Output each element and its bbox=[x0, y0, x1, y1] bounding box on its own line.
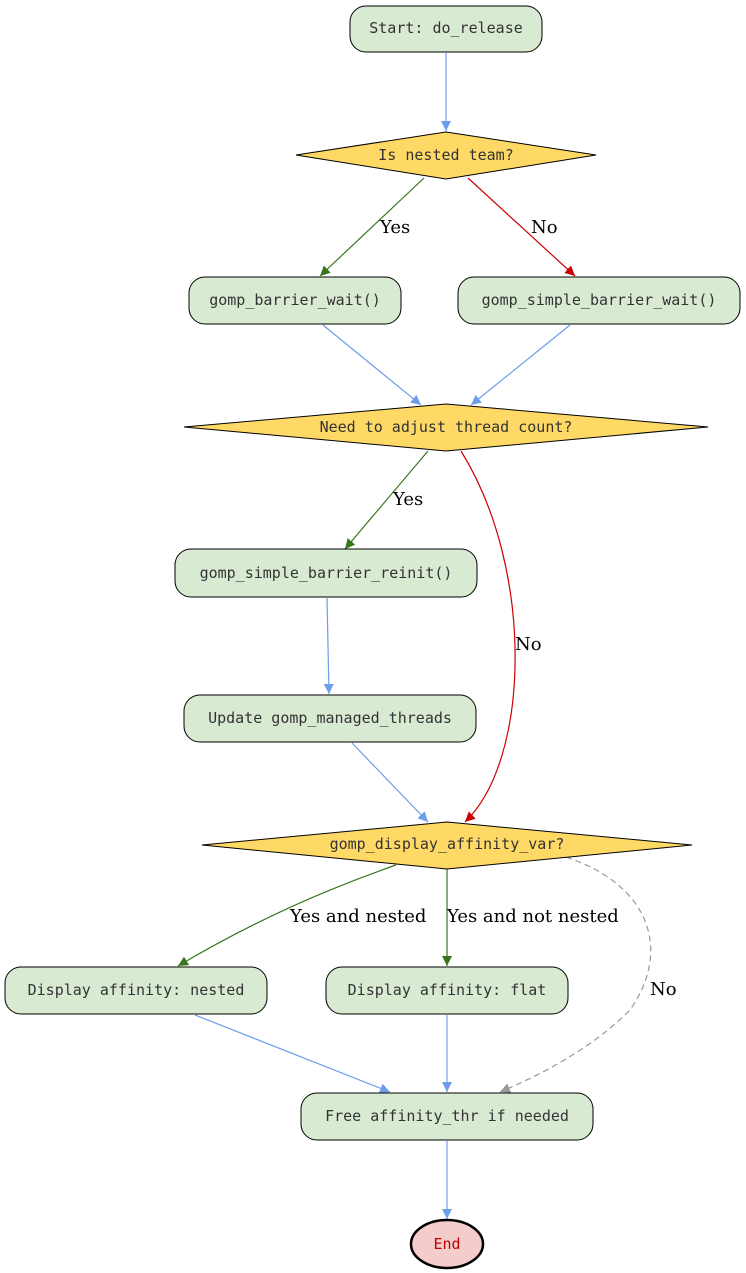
label-affinity-no: No bbox=[650, 979, 677, 1000]
edge-reinit-to-update bbox=[323, 597, 334, 695]
node-display-flat-label: Display affinity: flat bbox=[348, 981, 547, 999]
node-display-nested: Display affinity: nested bbox=[4, 966, 268, 1015]
node-update-managed-threads-label: Update gomp_managed_threads bbox=[208, 709, 452, 727]
decision-adjust-thread-count: Need to adjust thread count? bbox=[183, 403, 709, 452]
node-display-flat: Display affinity: flat bbox=[325, 966, 569, 1015]
node-simple-barrier-wait: gomp_simple_barrier_wait() bbox=[457, 276, 741, 325]
node-start-label: Start: do_release bbox=[369, 19, 523, 37]
label-affinity-yes-not-nested: Yes and not nested bbox=[446, 906, 619, 927]
decision-nested-team-label: Is nested team? bbox=[378, 146, 513, 164]
node-start: Start: do_release bbox=[349, 5, 543, 53]
label-adjust-no: No bbox=[515, 634, 542, 655]
node-barrier-reinit: gomp_simple_barrier_reinit() bbox=[174, 548, 478, 598]
node-barrier-reinit-label: gomp_simple_barrier_reinit() bbox=[200, 564, 453, 582]
label-nested-yes: Yes bbox=[379, 217, 410, 238]
edge-labels: Yes No Yes No Yes and nested Yes and not… bbox=[289, 217, 677, 1000]
node-end-label: End bbox=[433, 1235, 460, 1253]
node-simple-barrier-wait-label: gomp_simple_barrier_wait() bbox=[482, 291, 717, 309]
decision-display-affinity-var-label: gomp_display_affinity_var? bbox=[330, 835, 565, 853]
edge-nested-yes bbox=[319, 177, 425, 277]
node-end: End bbox=[409, 1218, 485, 1270]
node-barrier-wait-label: gomp_barrier_wait() bbox=[209, 291, 381, 309]
label-affinity-yes-nested: Yes and nested bbox=[289, 906, 426, 927]
edge-update-to-affinity bbox=[351, 742, 429, 823]
node-barrier-wait: gomp_barrier_wait() bbox=[188, 276, 402, 325]
edge-adjust-yes bbox=[344, 450, 429, 550]
edge-adjust-no bbox=[460, 450, 516, 823]
decision-nested-team: Is nested team? bbox=[295, 131, 597, 180]
edges bbox=[177, 53, 652, 1219]
edge-simple-barrier-wait-to-adjust bbox=[470, 324, 571, 406]
label-nested-no: No bbox=[531, 217, 558, 238]
node-free-affinity: Free affinity_thr if needed bbox=[300, 1092, 594, 1141]
edge-barrier-wait-to-adjust bbox=[322, 324, 422, 406]
decision-adjust-thread-count-label: Need to adjust thread count? bbox=[320, 418, 573, 436]
edge-nested-no bbox=[467, 177, 576, 277]
edge-nested-to-free bbox=[194, 1014, 391, 1093]
node-free-affinity-label: Free affinity_thr if needed bbox=[325, 1107, 569, 1125]
edge-affinity-yes-nested bbox=[177, 864, 397, 967]
node-update-managed-threads: Update gomp_managed_threads bbox=[183, 694, 477, 743]
node-display-nested-label: Display affinity: nested bbox=[28, 981, 245, 999]
edge-affinity-no bbox=[499, 856, 652, 1093]
label-adjust-yes: Yes bbox=[392, 489, 423, 510]
decision-display-affinity-var: gomp_display_affinity_var? bbox=[201, 821, 693, 870]
